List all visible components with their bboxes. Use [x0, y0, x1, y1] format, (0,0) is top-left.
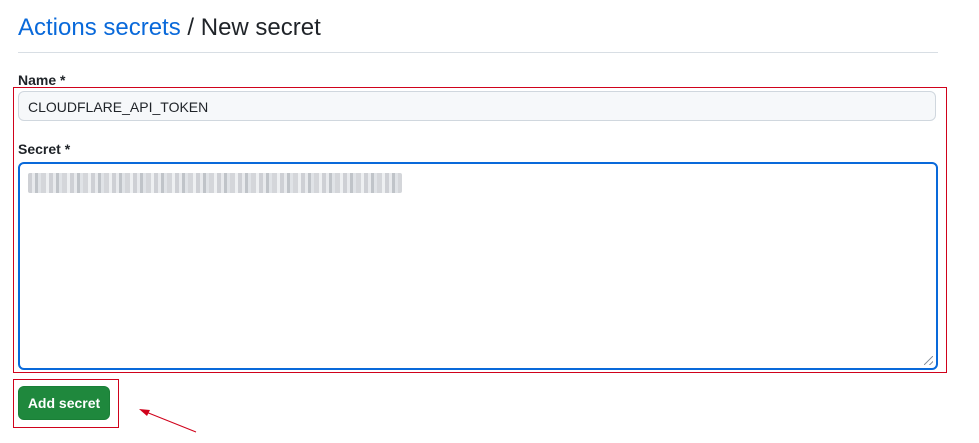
breadcrumb-actions-secrets-link[interactable]: Actions secrets [18, 14, 181, 41]
breadcrumb-current: New secret [200, 14, 321, 41]
add-secret-button[interactable]: Add secret [18, 386, 110, 420]
annotation-highlight-form [13, 87, 947, 373]
name-label: Name * [18, 72, 66, 88]
blurred-secret-value [28, 173, 402, 193]
header-divider [18, 52, 938, 53]
breadcrumb-separator: / [180, 14, 201, 41]
secret-label: Secret * [18, 141, 71, 157]
page-title: Actions secrets / New secret [18, 12, 321, 44]
annotation-highlight-button [13, 379, 119, 428]
secret-textarea[interactable] [18, 162, 938, 370]
resize-handle-icon[interactable] [924, 356, 933, 365]
name-input[interactable]: CLOUDFLARE_API_TOKEN [18, 91, 936, 121]
